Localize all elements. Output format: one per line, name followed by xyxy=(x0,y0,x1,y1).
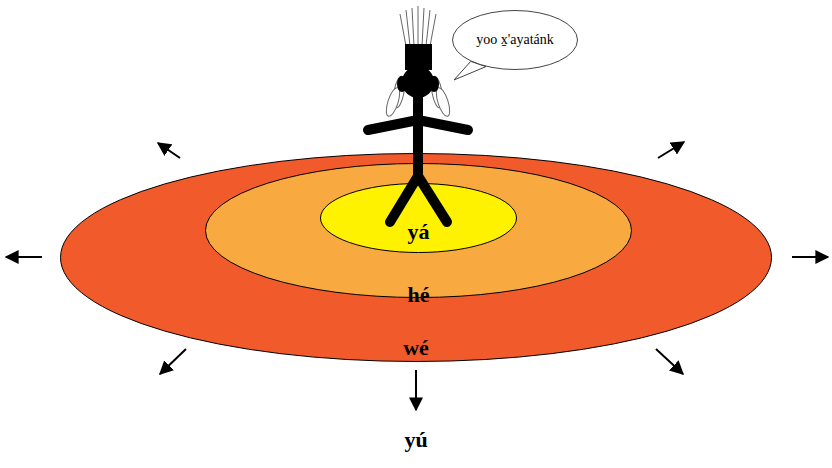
band-ellipse xyxy=(321,184,517,253)
inner-band: yá xyxy=(320,183,517,253)
ear xyxy=(429,76,439,92)
arrow xyxy=(656,349,683,374)
leg xyxy=(390,176,418,222)
band-label: hé xyxy=(205,283,632,307)
stick-figure xyxy=(368,44,468,222)
outward-arrows xyxy=(6,142,828,410)
arrow xyxy=(158,143,180,158)
ear xyxy=(397,76,407,92)
arrow xyxy=(792,256,828,258)
arrow xyxy=(160,349,186,374)
outer-region-label: yú xyxy=(404,428,427,452)
bubble-body xyxy=(453,11,578,70)
arrow xyxy=(658,142,684,158)
arm xyxy=(368,120,418,130)
arrow xyxy=(415,370,417,410)
feathers xyxy=(400,6,436,46)
body xyxy=(413,96,423,178)
leg xyxy=(418,176,447,222)
band-label: yá xyxy=(320,220,517,244)
arm xyxy=(418,120,468,130)
band-ellipse xyxy=(206,164,632,298)
band-label: wé xyxy=(60,336,772,360)
band-ellipse xyxy=(61,154,772,362)
speech-bubble: yoo x̱'ayatánk xyxy=(452,10,578,70)
speech-text: yoo x̱'ayatánk xyxy=(452,31,578,49)
arrow xyxy=(6,256,42,258)
